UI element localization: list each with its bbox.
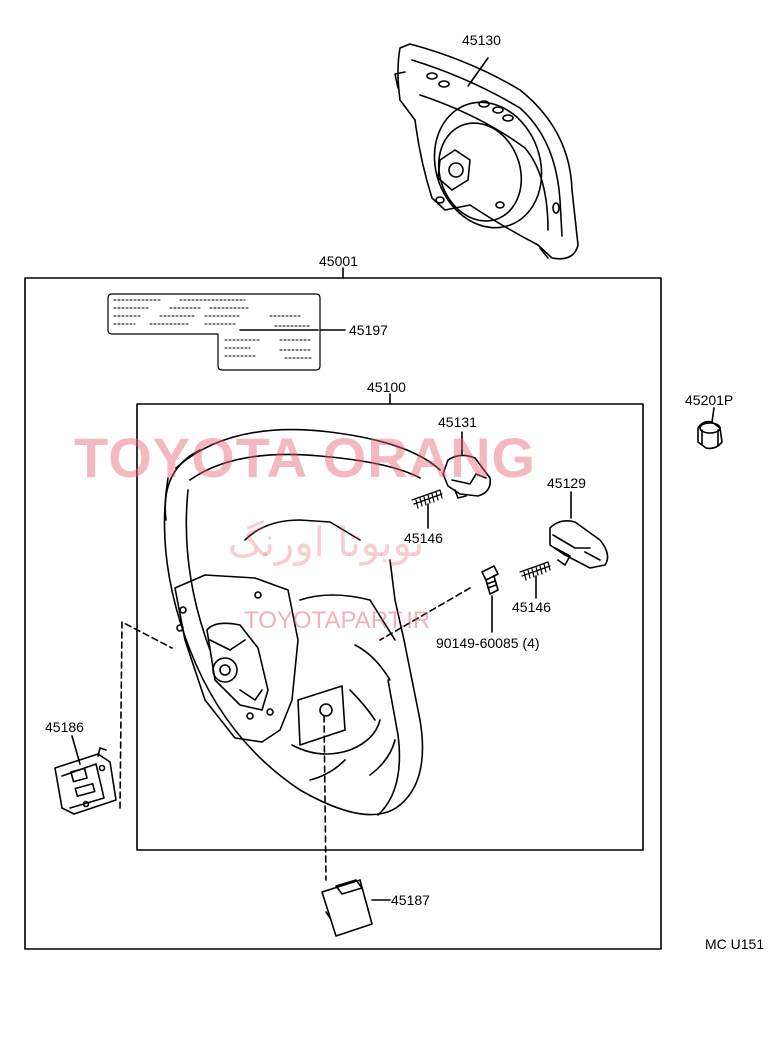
label-45130: 45130 — [462, 32, 501, 48]
leader-45130 — [467, 57, 489, 87]
label-45201p: 45201P — [685, 392, 734, 408]
label-45146-left: 45146 — [404, 530, 443, 546]
watermark-site: TOYOTAPART.IR — [244, 607, 431, 634]
label-45186: 45186 — [45, 719, 84, 735]
nut-45201p — [697, 420, 723, 450]
dash-45187 — [323, 715, 327, 881]
label-45001: 45001 — [319, 253, 358, 269]
spring-45146-left — [411, 489, 443, 509]
label-45131: 45131 — [438, 414, 477, 430]
steering-wheel — [163, 428, 441, 816]
leader-45186 — [71, 735, 81, 765]
caution-label-45197 — [107, 293, 321, 371]
leader-45201p — [711, 407, 715, 423]
label-90149-60085: 90149-60085 (4) — [436, 635, 540, 651]
bracket-45186 — [54, 747, 117, 815]
leader-screw-dash — [379, 587, 471, 641]
label-45146-right: 45146 — [512, 599, 551, 615]
spring-45146-right — [519, 561, 551, 581]
label-45129: 45129 — [547, 475, 586, 491]
switch-cover-45131 — [442, 454, 492, 499]
label-45100: 45100 — [367, 379, 406, 395]
dash-45186 — [119, 621, 173, 809]
horn-pad-45130 — [394, 43, 579, 260]
watermark-brand: TOYOTA ORANG — [74, 426, 537, 489]
label-45197: 45197 — [349, 322, 388, 338]
figure-code: MC U151 — [705, 936, 765, 952]
cover-45187 — [321, 879, 373, 937]
screw-90149-60085 — [481, 565, 499, 595]
watermark-farsi: تویوتا اورنگ — [228, 520, 425, 566]
switch-cover-45129 — [549, 520, 609, 569]
label-45187: 45187 — [391, 892, 430, 908]
